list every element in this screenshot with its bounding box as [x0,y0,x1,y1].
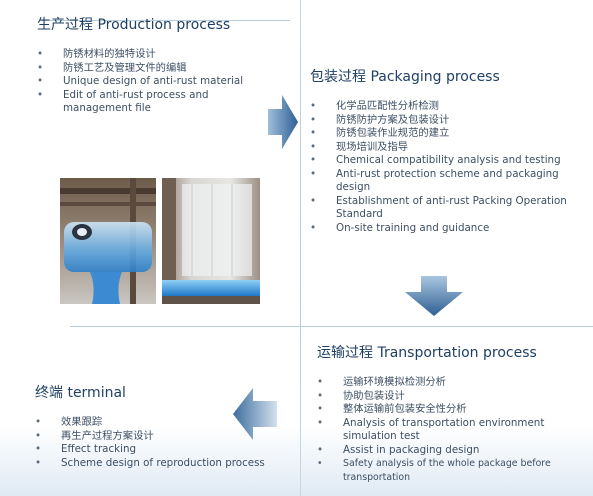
production-list: 防锈材料的独特设计 防锈工艺及管理文件的编辑 Unique design of … [37,48,267,116]
list-item: 防锈工艺及管理文件的编辑 [37,62,267,76]
photo-packaging-film [162,178,260,304]
photo-packaged-part [60,178,156,304]
list-item: 效果跟踪 [35,416,265,430]
list-item: 再生产过程方案设计 [35,430,265,444]
list-item: Edit of anti-rust process and management… [37,89,267,116]
list-item: 防锈防护方案及包装设计 [310,114,580,128]
list-item: Analysis of transportation environment s… [317,417,587,444]
terminal-title: 终端 terminal [35,385,126,401]
arrow-right-icon [268,95,298,149]
list-item: 整体运输前包装安全性分析 [317,403,587,417]
arrow-down-icon [405,276,463,316]
transportation-list: 运输环境模拟检测分析 协助包装设计 整体运输前包装安全性分析 Analysis … [317,376,587,484]
terminal-list: 效果跟踪 再生产过程方案设计 Effect tracking Scheme de… [35,416,265,470]
list-item: Anti-rust protection scheme and packagin… [310,168,580,195]
vertical-divider [300,0,301,496]
divider-middle [70,326,593,327]
packaging-title: 包装过程 Packaging process [310,69,500,85]
list-item: Unique design of anti-rust material [37,75,267,89]
list-item: 防锈材料的独特设计 [37,48,267,62]
list-item: Chemical compatibility analysis and test… [310,154,580,168]
list-item: Effect tracking [35,443,265,457]
list-item: 防锈包装作业规范的建立 [310,127,580,141]
list-item: 协助包装设计 [317,390,587,404]
list-item: On-site training and guidance [310,222,580,236]
list-item: Assist in packaging design [317,444,587,458]
divider-production [40,20,290,21]
list-item: 运输环境模拟检测分析 [317,376,587,390]
list-item: 现场培训及指导 [310,141,580,155]
list-item: Safety analysis of the whole package bef… [317,457,587,484]
packaging-list: 化学品匹配性分析检测 防锈防护方案及包装设计 防锈包装作业规范的建立 现场培训及… [310,100,580,235]
list-item: 化学品匹配性分析检测 [310,100,580,114]
arrow-left-icon [233,388,277,440]
production-title: 生产过程 Production process [37,17,231,33]
transportation-title: 运输过程 Transportation process [317,345,537,361]
list-item: Establishment of anti-rust Packing Opera… [310,195,580,222]
list-item: Scheme design of reproduction process [35,457,265,471]
